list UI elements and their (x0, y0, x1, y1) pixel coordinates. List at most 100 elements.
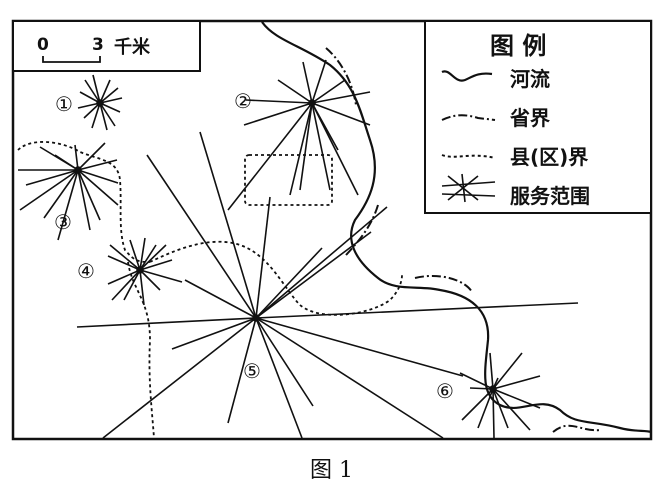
svg-text:河流: 河流 (510, 67, 550, 91)
service-center (136, 266, 144, 274)
service-ray (492, 388, 509, 429)
figure-caption: 图 1 (310, 458, 353, 483)
river (261, 21, 652, 434)
svg-text:0: 0 (37, 35, 49, 55)
service-ray (111, 269, 141, 301)
service-center (489, 385, 497, 393)
service-ray (99, 79, 111, 104)
service-ray (109, 244, 141, 271)
svg-text:省界: 省界 (509, 106, 550, 130)
service-ray (255, 247, 323, 319)
service-ranges (18, 59, 579, 439)
svg-text:3: 3 (92, 35, 104, 55)
service-ray (129, 239, 141, 271)
river-line-icon (441, 70, 493, 82)
marker-4: ④ (77, 259, 95, 283)
service-range-6 (459, 352, 541, 439)
service-ray (311, 102, 371, 126)
service-ray (255, 196, 271, 319)
service-ray (311, 102, 339, 151)
service-ray (99, 87, 119, 104)
service-ray (77, 169, 119, 206)
service-ray (139, 244, 167, 271)
service-ray (243, 102, 313, 126)
service-ray (77, 159, 118, 171)
scale-bar: 0 3 千米 (12, 20, 201, 72)
province-boundary-icon (441, 114, 496, 121)
service-ray (311, 102, 331, 191)
service-ray (255, 206, 388, 319)
service-ray (459, 372, 494, 390)
service-ray (74, 144, 79, 171)
service-ray (139, 237, 146, 271)
service-ray (255, 231, 372, 319)
service-center (96, 99, 104, 107)
service-ray (461, 388, 494, 421)
service-ray (92, 74, 101, 104)
service-center (74, 166, 82, 174)
service-ray (77, 169, 91, 231)
service-ray (245, 99, 313, 104)
service-ray (289, 102, 313, 196)
service-ray (277, 79, 313, 104)
service-range-1 (77, 74, 123, 131)
service-ray (57, 169, 79, 241)
service-ray (492, 388, 495, 439)
service-ray (25, 169, 79, 186)
service-ray (311, 91, 371, 104)
map-frame (11, 19, 653, 441)
county-boundary (17, 141, 403, 439)
service-ray (492, 388, 531, 431)
service-ray (107, 269, 141, 285)
service-ray (492, 375, 541, 390)
service-ray (469, 387, 494, 390)
service-center (252, 314, 260, 322)
legend-title: 图 例 (490, 32, 546, 60)
service-ray (489, 352, 494, 390)
service-ray (77, 169, 101, 221)
service-ray (184, 279, 257, 319)
service-range-3 (18, 142, 119, 241)
service-ray (102, 317, 257, 439)
service-ray (227, 317, 257, 424)
service-ray (227, 102, 313, 211)
service-ray (139, 269, 145, 306)
service-ray (139, 269, 183, 283)
service-ray (79, 91, 101, 104)
service-ray (99, 102, 116, 127)
province-boundary (325, 47, 601, 433)
svg-text:千米: 千米 (114, 36, 151, 58)
service-ray (492, 388, 541, 409)
service-ray (146, 154, 257, 319)
service-ray (255, 302, 579, 319)
service-range-icon (441, 173, 496, 203)
service-ray (255, 317, 464, 377)
service-range-4 (107, 237, 183, 306)
svg-text:县(区)界: 县(区)界 (510, 145, 588, 169)
service-ray (311, 79, 346, 104)
service-ray (77, 169, 119, 184)
service-ray (91, 102, 101, 129)
service-ray (99, 102, 108, 131)
service-ray (255, 317, 444, 439)
service-ray (77, 142, 106, 171)
service-center (308, 99, 316, 107)
service-ray (107, 255, 141, 271)
marker-6: ⑥ (436, 379, 454, 403)
service-ray (139, 259, 173, 271)
service-range-2 (227, 59, 371, 211)
service-ray (255, 317, 303, 439)
service-ray (302, 61, 313, 104)
marker-2: ② (234, 89, 252, 113)
service-ray (84, 79, 101, 104)
service-range-5 (76, 131, 579, 439)
marker-5: ⑤ (243, 359, 261, 383)
service-ray (39, 146, 79, 171)
marker-1: ① (55, 92, 73, 116)
service-ray (199, 131, 257, 319)
service-ray (76, 317, 257, 328)
service-ray (139, 269, 161, 291)
service-ray (492, 352, 523, 390)
service-ray (255, 317, 314, 407)
